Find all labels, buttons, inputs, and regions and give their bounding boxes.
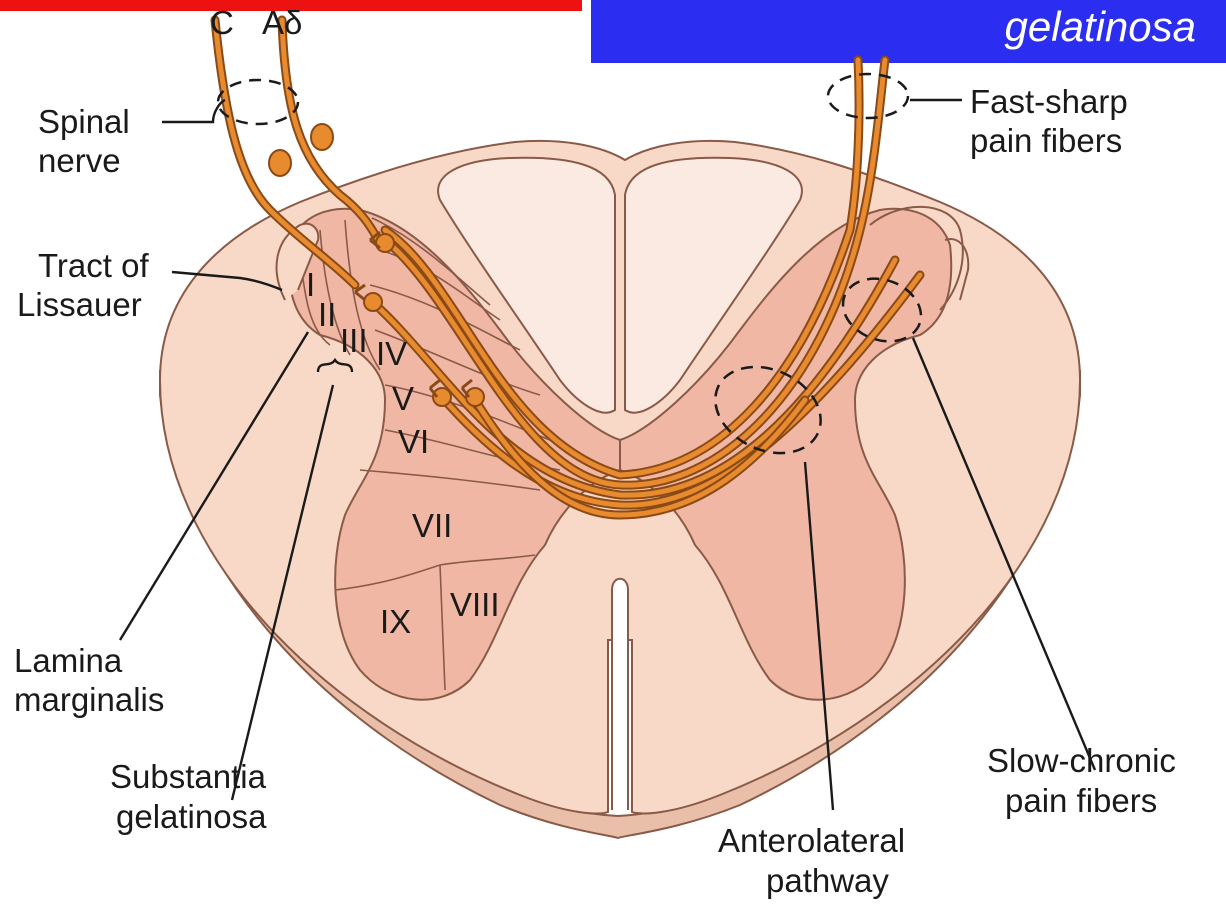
lamina-v: V (392, 380, 414, 417)
substantia-label-2: gelatinosa (116, 798, 267, 835)
lamina-marginalis-label-2: marginalis (14, 681, 164, 718)
spinal-nerve-label-2: nerve (38, 142, 121, 179)
spinal-nerve-label-1: Spinal (38, 103, 130, 140)
slow-chronic-label-1: Slow-chronic (987, 742, 1176, 779)
lamina-ix: IX (380, 603, 411, 640)
c-fiber-label: C (210, 4, 234, 41)
lissauer-label-1: Tract of (38, 247, 149, 284)
lamina-iii: III (340, 322, 368, 359)
substantia-label-1: Substantia (110, 758, 267, 795)
fast-sharp-ellipse (828, 74, 908, 118)
anterolateral-label-2: pathway (766, 862, 889, 899)
lamina-iv: IV (376, 335, 407, 372)
lamina-i: I (306, 266, 315, 303)
anterolateral-label-1: Anterolateral (718, 822, 905, 859)
fast-sharp-label-1: Fast-sharp (970, 83, 1128, 120)
lissauer-label-2: Lissauer (17, 286, 142, 323)
lamina-ii: II (318, 296, 336, 333)
ventral-fissure (612, 579, 628, 810)
fast-sharp-label-2: pain fibers (970, 122, 1122, 159)
a-delta-fiber-label: Aδ (262, 4, 302, 41)
lamina-vii: VII (412, 507, 452, 544)
lamina-viii: VIII (450, 586, 500, 623)
slow-chronic-label-2: pain fibers (1005, 782, 1157, 819)
lamina-marginalis-label-1: Lamina (14, 642, 123, 679)
lamina-vi: VI (398, 423, 429, 460)
